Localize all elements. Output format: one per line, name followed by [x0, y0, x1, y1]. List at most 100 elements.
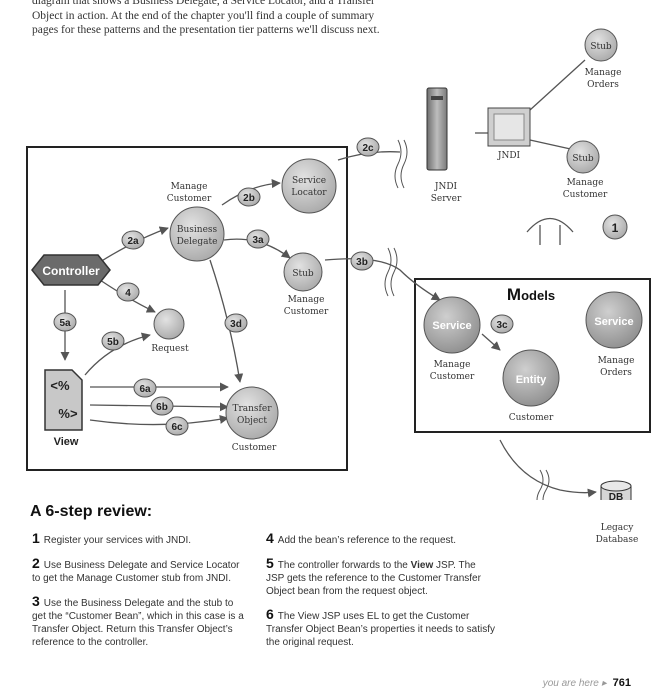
transfer-object-label-1: Transfer [232, 404, 272, 414]
service-locator-label-1: Service [292, 176, 326, 186]
request-node: Request [151, 308, 189, 354]
stub-orders-label: Stub [590, 42, 612, 52]
step-marker-6c: 6c [165, 416, 189, 436]
service-left-label: Service [432, 320, 471, 332]
step-marker-label: 5b [107, 337, 119, 348]
controller-node: Controller [31, 254, 111, 286]
review-step-4-text: Add the bean’s reference to the request. [277, 535, 457, 546]
step-marker-2a: 2a [121, 230, 145, 250]
legacy-database-node: DB [600, 480, 632, 500]
review-step-2-num: 2 [32, 555, 40, 571]
step-marker-6b: 6b [150, 396, 174, 416]
models-box [414, 278, 651, 433]
review-step-6-text: The View JSP uses EL to get the Customer… [266, 611, 495, 648]
stub-manage-customer-node: Stub Manage Customer [283, 252, 329, 317]
service-right-caption-2: Orders [600, 368, 632, 378]
service-manage-customer-node: Service Manage Customer [423, 296, 481, 382]
db-caption: Legacy Database [590, 522, 644, 546]
transfer-object-node: Transfer Object Customer [225, 386, 279, 453]
step-marker-label: 3c [496, 320, 508, 331]
review-step-1-text: Register your services with JNDI. [43, 535, 192, 546]
db-label: DB [609, 492, 623, 500]
step-marker-label: 6c [171, 422, 183, 433]
architecture-diagram: Controller <% %> View Business Delegate … [26, 28, 651, 500]
step-marker-label: 5a [59, 318, 71, 329]
step-marker-label: 3d [230, 319, 242, 330]
service-right-caption-1: Manage [598, 356, 635, 366]
stub-center-label: Stub [292, 269, 314, 279]
db-caption-2: Database [595, 535, 639, 545]
db-caption-1: Legacy [600, 523, 634, 533]
controller-label: Controller [42, 264, 100, 278]
service-manage-orders-node: Service Manage Orders [585, 291, 643, 378]
step-marker-3c: 3c [490, 314, 514, 334]
step-marker-2c: 2c [356, 137, 380, 157]
review-step-5-text-bold: View [410, 560, 434, 571]
step-marker-4: 4 [116, 282, 140, 302]
review-step-4-num: 4 [266, 530, 274, 546]
review-step-5-text-before: The controller forwards to the [277, 560, 411, 571]
step-marker-2b: 2b [237, 187, 261, 207]
stub-manage-customer-right-node: Stub Manage Customer [563, 140, 608, 200]
stub-orders-caption-2: Orders [587, 80, 619, 90]
business-delegate-label-2: Delegate [177, 237, 218, 247]
step-marker-label: 2a [127, 236, 139, 247]
request-label: Request [151, 344, 189, 354]
page-number: 761 [612, 677, 631, 689]
step-marker-3b: 3b [350, 251, 374, 271]
review-step-5-text-after: JSP. The JSP gets the reference to the C… [266, 560, 481, 597]
view-jsp-node: <% %> View [44, 369, 83, 448]
business-delegate-label-1: Business [177, 225, 218, 235]
jndi-server-label-1: JNDI [434, 182, 458, 192]
step-marker-label: 2b [243, 193, 255, 204]
stub-center-caption-2: Customer [284, 307, 329, 317]
entity-label: Entity [516, 374, 547, 386]
step-1-marker: 1 [602, 214, 628, 240]
service-left-caption-1: Manage [434, 360, 471, 370]
stub-customer-label: Stub [572, 154, 594, 164]
service-right-label: Service [594, 316, 633, 328]
jndi-server-node: JNDI Server [426, 87, 462, 204]
view-glyph-top: <% [50, 378, 70, 393]
step-marker-label: 6a [139, 384, 151, 395]
step-1-label: 1 [612, 221, 619, 235]
footer-label: you are here ▸ [542, 678, 607, 689]
review-step-2-text: Use Business Delegate and Service Locato… [32, 560, 240, 584]
transfer-object-label-2: Object [237, 416, 267, 426]
service-left-caption-2: Customer [430, 372, 475, 382]
transfer-object-caption: Customer [232, 443, 277, 453]
view-glyph-bottom: %> [58, 406, 78, 421]
step-marker-label: 4 [125, 288, 131, 299]
stub-customer-caption-1: Manage [567, 178, 604, 188]
step-marker-5b: 5b [101, 331, 125, 351]
service-locator-node: Service Locator [281, 158, 337, 214]
entity-caption: Customer [509, 413, 554, 423]
review-title: A 6-step review: [30, 503, 153, 520]
step-marker-label: 3a [252, 235, 264, 246]
step-marker-label: 2c [362, 143, 374, 154]
business-delegate-node: Business Delegate Manage Customer [167, 182, 225, 262]
web-tier-box [26, 146, 348, 471]
business-delegate-caption-1: Manage [171, 182, 208, 192]
stub-center-caption-1: Manage [288, 295, 325, 305]
step-marker-3d: 3d [224, 313, 248, 333]
stub-manage-orders-node: Stub Manage Orders [584, 28, 622, 90]
stub-customer-caption-2: Customer [563, 190, 608, 200]
jndi-registry-node: JNDI [487, 107, 531, 161]
service-locator-label-2: Locator [291, 188, 327, 198]
jndi-server-label-2: Server [431, 194, 462, 204]
stub-orders-caption-1: Manage [585, 68, 622, 78]
step-marker-5a: 5a [53, 312, 77, 332]
jndi-label: JNDI [497, 151, 521, 161]
review-step-6-num: 6 [266, 606, 274, 622]
step-marker-3a: 3a [246, 229, 270, 249]
intro-paragraph: diagram that shows a Business Delegate, … [32, 0, 380, 36]
business-delegate-caption-2: Customer [167, 194, 212, 204]
